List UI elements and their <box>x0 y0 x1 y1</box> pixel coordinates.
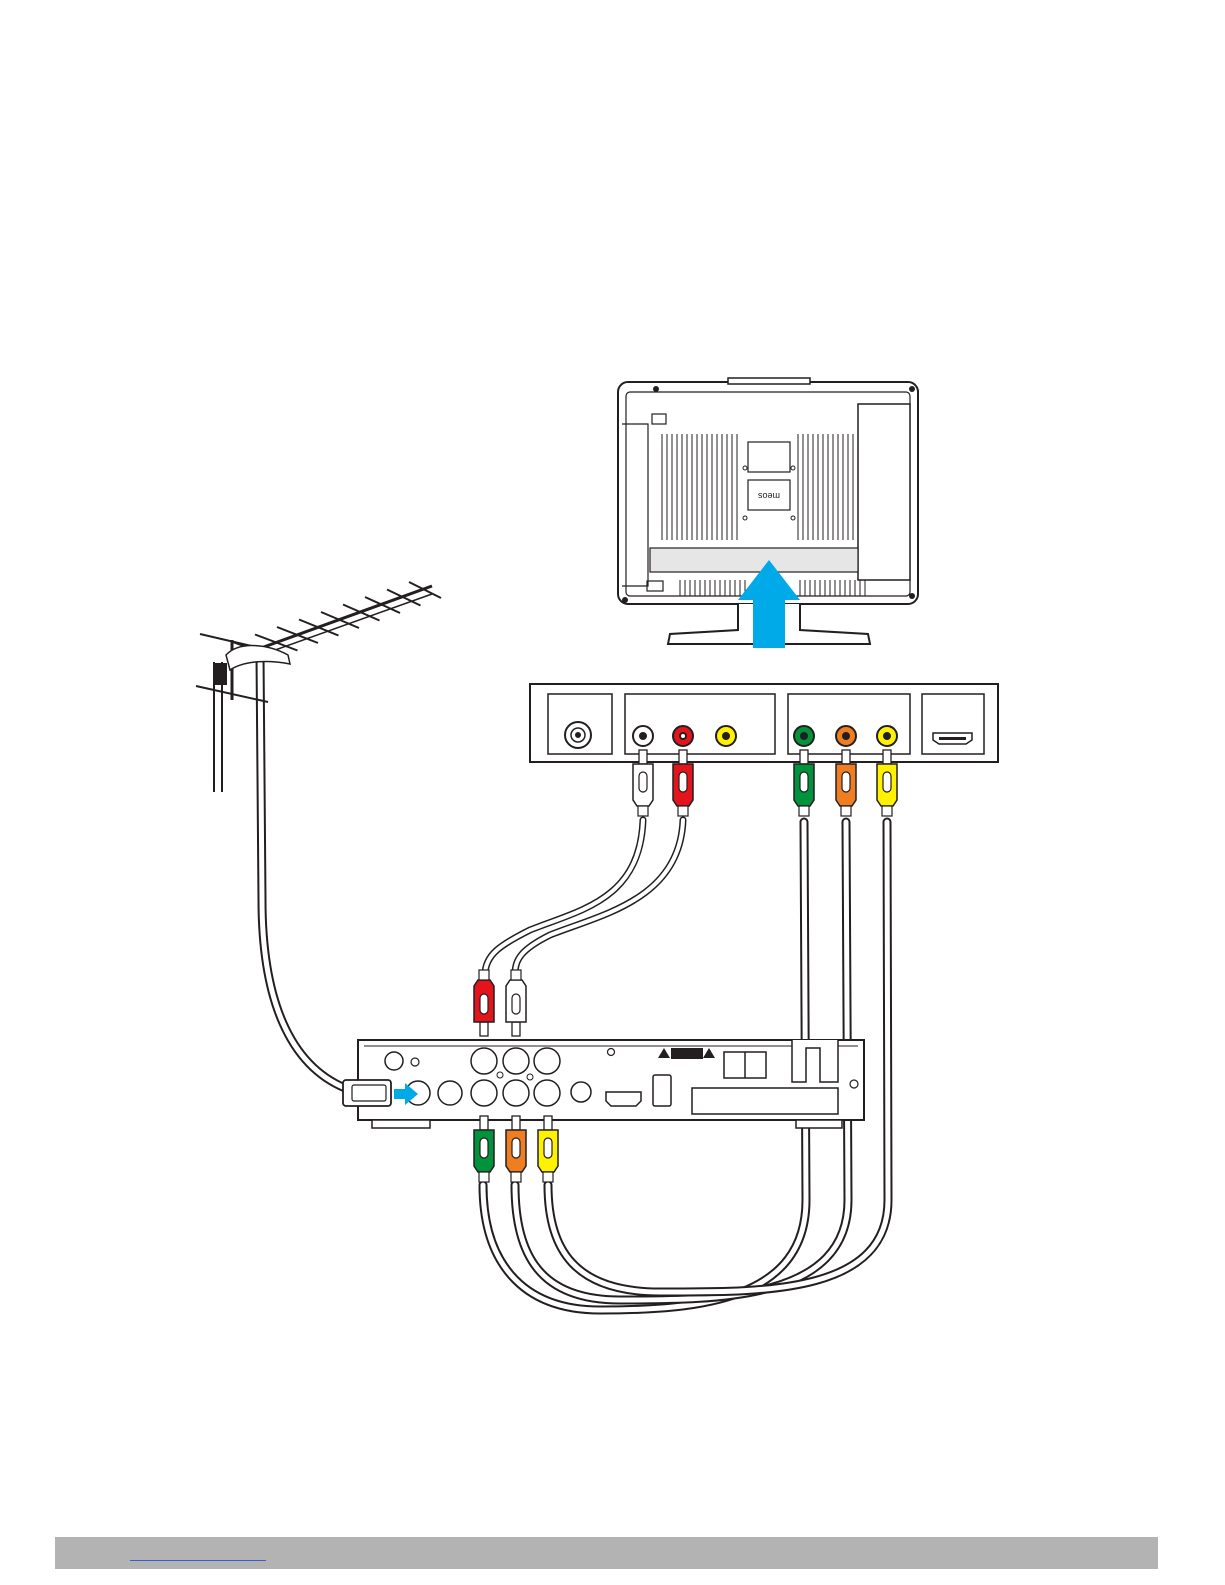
orange-component-plug-icon <box>506 1116 526 1182</box>
audio-cable <box>485 820 683 975</box>
antenna <box>196 582 441 792</box>
tv-logo-text: meos <box>758 491 781 501</box>
red-audio-plug-icon <box>474 970 494 1036</box>
coax-plug <box>343 1080 391 1106</box>
receiver-component-plugs <box>474 1116 558 1182</box>
antenna-director <box>409 582 441 598</box>
tv-connection-panel <box>530 684 998 762</box>
antenna-coax-cable <box>260 655 345 1088</box>
receiver-audio-plugs <box>474 970 526 1036</box>
receiver-usb-port-icon <box>653 1075 671 1106</box>
footer-link-underline[interactable] <box>130 1560 266 1561</box>
white-audio-plug-icon <box>506 970 526 1036</box>
receiver-hdmi-port-icon <box>606 1092 641 1106</box>
receiver <box>358 1040 864 1128</box>
yellow-component-plug-icon <box>538 1116 558 1182</box>
footer-bar <box>55 1537 1158 1569</box>
green-component-plug-icon <box>474 1116 494 1182</box>
